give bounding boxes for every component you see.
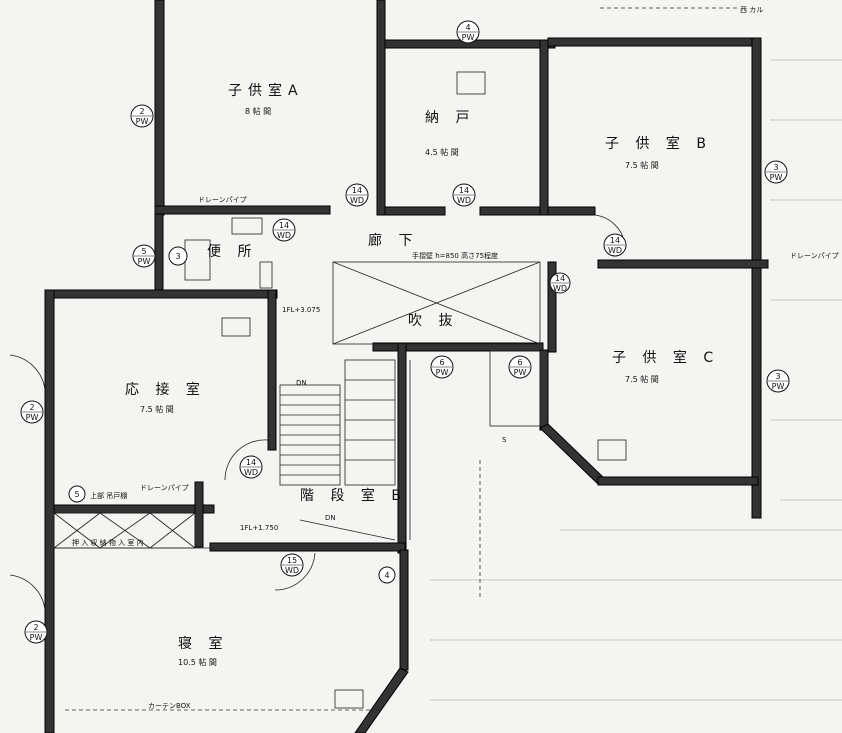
marker-num: 14: [459, 186, 469, 195]
room-child-b-name: 子 供 室 B: [605, 135, 712, 152]
marker-code: WD: [244, 468, 258, 477]
void-area: [332, 261, 541, 427]
marker-code: WD: [553, 284, 567, 293]
marker-code: WD: [285, 566, 299, 575]
marker-code: WD: [457, 196, 471, 205]
room-labels: 子供室A 8 帖 間 納 戸 4.5 帖 間 子 供 室 B 7.5 帖 間 廊…: [125, 82, 719, 667]
note-drain-pipe-3: ドレーンパイプ: [790, 252, 839, 260]
room-void-name: 吹 抜: [408, 313, 458, 329]
marker-code: PW: [770, 173, 783, 182]
marker-code: PW: [26, 413, 39, 422]
note-closet-row: 押 入 収 納 物 入 室 内: [72, 538, 144, 547]
room-reception-size: 7.5 帖 間: [140, 404, 174, 414]
marker: 2PW: [24, 620, 48, 644]
note-corridor: 手摺壁 h=850 高さ75程度: [412, 251, 498, 260]
marker-num: 3: [775, 372, 780, 381]
note-level-1: 1FL+3.075: [282, 306, 320, 314]
marker-num: 3: [773, 163, 778, 172]
walls: [44, 0, 769, 733]
note-curtain-box: カーテンBOX: [148, 702, 191, 710]
marker-num: 14: [279, 221, 289, 230]
marker-code: PW: [772, 382, 785, 391]
note-top-right: 西 カル: [740, 6, 763, 14]
marker-num: 15: [287, 556, 297, 565]
room-bedroom-size: 10.5 帖 間: [178, 657, 217, 667]
marker-num: 2: [139, 107, 144, 116]
room-child-c-name: 子 供 室 C: [612, 349, 719, 366]
marker-code: PW: [436, 368, 449, 377]
stair-treads: [279, 359, 411, 541]
marker: 5: [68, 485, 86, 503]
marker-num: 3: [175, 252, 180, 261]
marker-code: PW: [514, 368, 527, 377]
room-child-c-size: 7.5 帖 間: [625, 374, 659, 384]
room-child-b-size: 7.5 帖 間: [625, 160, 659, 170]
marker-num: 4: [465, 23, 470, 32]
marker-code: PW: [462, 33, 475, 42]
dashed-lines: [65, 7, 740, 711]
marker-code: PW: [30, 633, 43, 642]
note-level-2: 1FL+1.750: [240, 524, 278, 532]
marker-code: WD: [277, 231, 291, 240]
note-drain-pipe-1: ドレーンパイプ: [198, 196, 247, 204]
room-stair-b-name: 階 段 室 B: [300, 487, 407, 504]
marker-code: WD: [608, 246, 622, 255]
marker-code: WD: [350, 196, 364, 205]
closet-band: [53, 512, 215, 549]
room-child-a-size: 8 帖 間: [245, 106, 271, 116]
marker-num: 6: [517, 358, 522, 367]
marker-num: 2: [33, 623, 38, 632]
marker-num: 2: [29, 403, 34, 412]
room-bedroom-name: 寝 室: [178, 635, 228, 652]
notes: ドレーンパイプ ドレーンパイプ ドレーンパイプ 1FL+3.075 1FL+1.…: [72, 6, 839, 710]
marker-code: PW: [136, 117, 149, 126]
marker-num: 14: [246, 458, 256, 467]
marker: 3PW: [764, 160, 788, 184]
marker: 2PW: [20, 400, 44, 424]
paper-lines: [430, 59, 842, 701]
note-up-mark: S: [502, 436, 507, 444]
marker: 2PW: [130, 104, 154, 128]
marker: 3PW: [766, 369, 790, 393]
note-dn-1: DN: [296, 379, 307, 387]
room-child-a-name: 子供室A: [228, 82, 304, 99]
room-storage-size: 4.5 帖 間: [425, 147, 459, 157]
room-toilet-name: 便 所: [207, 244, 257, 260]
marker: 6PW: [430, 355, 454, 379]
marker-num: 14: [610, 236, 620, 245]
room-reception-name: 応 接 室: [125, 381, 206, 398]
marker-num: 14: [352, 186, 362, 195]
marker-num: 6: [439, 358, 444, 367]
note-dn-2: DN: [325, 514, 336, 522]
marker: 5PW: [132, 244, 156, 268]
marker-code: PW: [138, 257, 151, 266]
marker-num: 14: [555, 274, 565, 283]
note-closet-top: 上部 吊戸棚: [90, 491, 127, 500]
marker: 4: [378, 566, 396, 584]
room-corridor-name: 廊 下: [368, 232, 418, 249]
fixtures: [184, 71, 627, 709]
room-storage-name: 納 戸: [425, 110, 475, 126]
marker: 4PW: [456, 20, 480, 44]
marker: 3: [168, 246, 188, 266]
marker-num: 4: [384, 571, 389, 580]
marker-num: 5: [141, 247, 146, 256]
marker-num: 5: [74, 490, 79, 499]
marker: 6PW: [508, 355, 532, 379]
note-drain-pipe-2: ドレーンパイプ: [140, 484, 189, 492]
